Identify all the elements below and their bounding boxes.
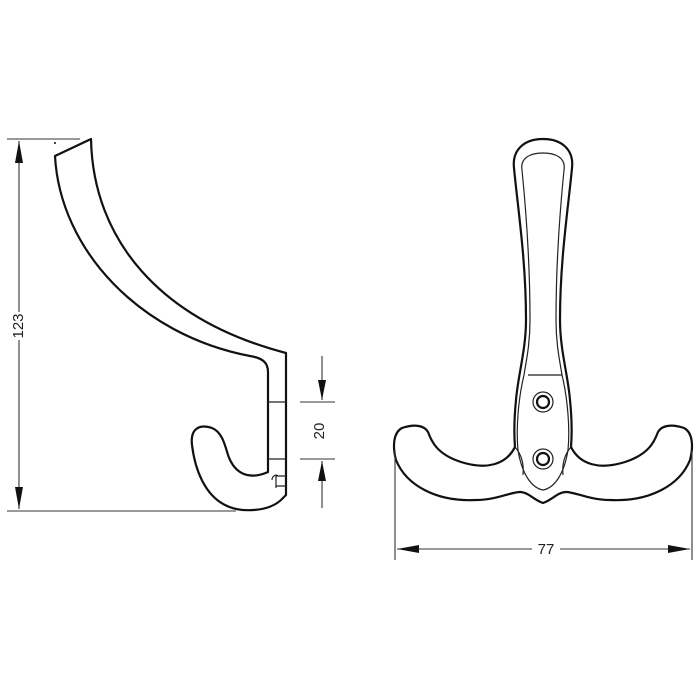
front-plate-outline [516, 374, 570, 491]
arrow-up-icon [318, 461, 326, 481]
dimension-width: 77 [394, 450, 693, 560]
dimension-label-plate-spacing: 20 [311, 423, 328, 440]
front-inner-stem [521, 152, 565, 376]
side-dot [54, 142, 56, 144]
front-junction-right [562, 446, 572, 476]
side-screw-detail [271, 474, 286, 488]
screw-hole-bottom [532, 448, 554, 470]
arrow-up-icon [15, 141, 23, 163]
arrow-down-icon [318, 380, 326, 400]
arrow-right-icon [668, 545, 690, 553]
dimension-label-height: 123 [10, 313, 27, 338]
arrow-left-icon [397, 545, 419, 553]
arrow-down-icon [15, 487, 23, 509]
front-view [392, 137, 694, 505]
dimension-plate-spacing: 20 [300, 356, 335, 508]
screw-hole-top [532, 391, 554, 413]
dimension-label-width: 77 [538, 541, 555, 558]
side-arm-outline [53, 137, 288, 512]
front-junction-left [514, 446, 524, 476]
dimension-height: 123 [7, 138, 236, 512]
side-view [53, 137, 288, 512]
front-outline [392, 137, 694, 505]
